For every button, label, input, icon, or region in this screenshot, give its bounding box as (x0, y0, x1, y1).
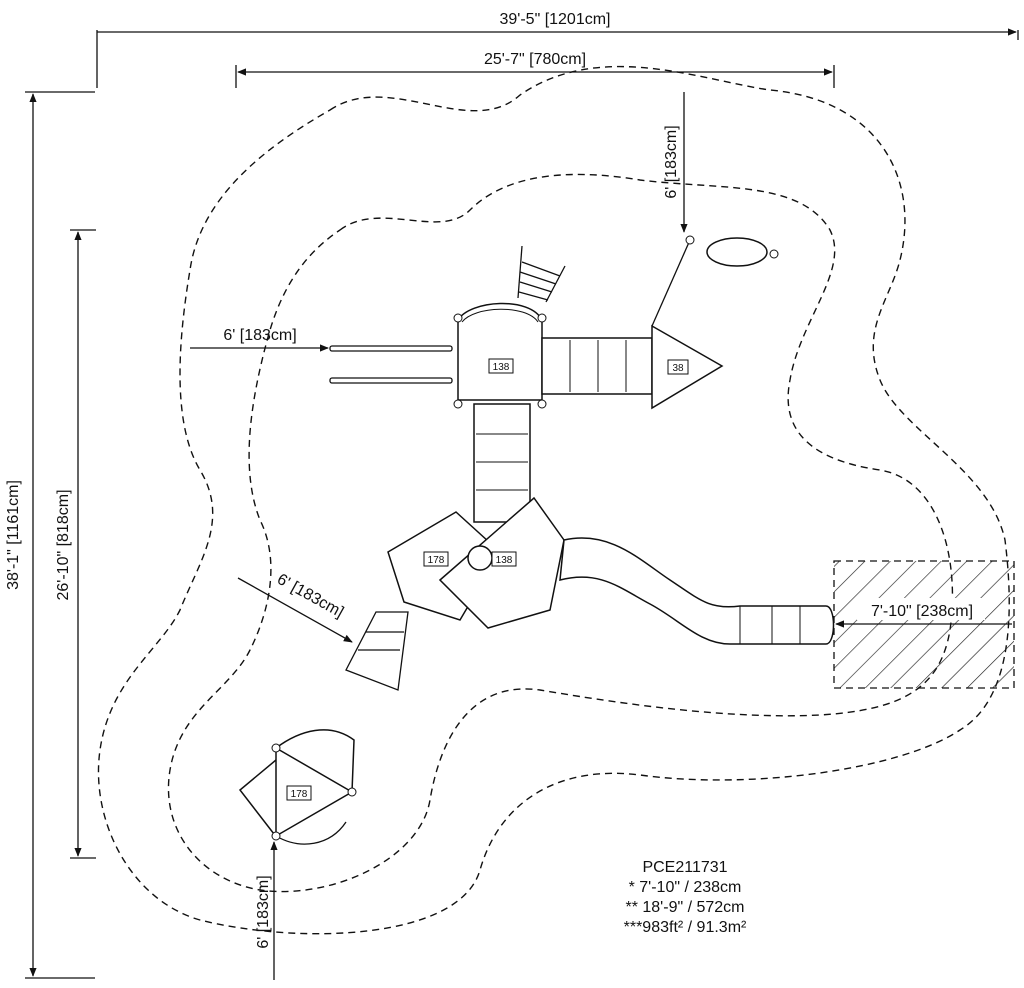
bottom-clearance-dimension: 6' [183cm] (255, 841, 278, 980)
top-clearance-label: 6' [183cm] (663, 125, 680, 198)
tube-slide (559, 537, 835, 645)
lower-right-deck: 138 (438, 496, 565, 629)
plan-notes: PCE211731 * 7'-10" / 238cm ** 18'-9" / 5… (560, 858, 810, 938)
left-clearance-label: 6' [183cm] (223, 327, 296, 344)
lower-left-deck-label: 178 (428, 555, 445, 566)
left-clearance-dimension: 6' [183cm] (190, 327, 329, 352)
main-tower-deck-label: 138 (493, 362, 510, 373)
overall-depth-label: 38'-1" [1161cm] (5, 480, 22, 590)
top-spinner (651, 235, 779, 327)
tower-ladder (517, 245, 566, 303)
diagonal-clearance-dimension: 6' [183cm] (237, 571, 353, 643)
diagonal-clearance-label: 6' [183cm] (274, 571, 346, 621)
overall-depth-dimension: 38'-1" [1161cm] (5, 91, 95, 979)
triangle-deck-label: 38 (672, 363, 684, 374)
equipment-depth-label: 26'-10" [818cm] (55, 489, 72, 600)
side-rails (329, 345, 453, 384)
standalone-deck: 178 (238, 729, 357, 845)
bottom-clearance-label: 6' [183cm] (255, 875, 272, 948)
note-line-1: * 7'-10" / 238cm (628, 879, 742, 896)
top-bridge (541, 337, 653, 395)
inner-safety-zone-outline (167, 173, 954, 893)
note-line-2: ** 18'-9" / 572cm (625, 899, 745, 916)
equipment-width-label: 25'-7" [780cm] (484, 51, 586, 68)
step-climber (345, 611, 409, 691)
model-number: PCE211731 (642, 859, 728, 876)
note-line-3: ***983ft² / 91.3m² (623, 919, 747, 936)
overall-width-dimension: 39'-5" [1201cm] (96, 11, 1019, 88)
equipment-width-dimension: 25'-7" [780cm] (235, 51, 835, 88)
overall-width-label: 39'-5" [1201cm] (499, 11, 610, 28)
vertical-bridge (473, 403, 531, 523)
equipment-depth-dimension: 26'-10" [818cm] (55, 229, 96, 859)
triangle-deck: 38 (651, 324, 724, 410)
top-clearance-dimension: 6' [183cm] (663, 92, 688, 233)
outer-safety-zone-outline (97, 65, 1010, 935)
slide-exit-zone: 7'-10" [238cm] (833, 560, 1015, 689)
lower-right-deck-label: 138 (496, 555, 513, 566)
slide-zone-label: 7'-10" [238cm] (871, 603, 973, 620)
standalone-deck-label: 178 (291, 789, 308, 800)
main-tower: 138 (453, 302, 547, 409)
